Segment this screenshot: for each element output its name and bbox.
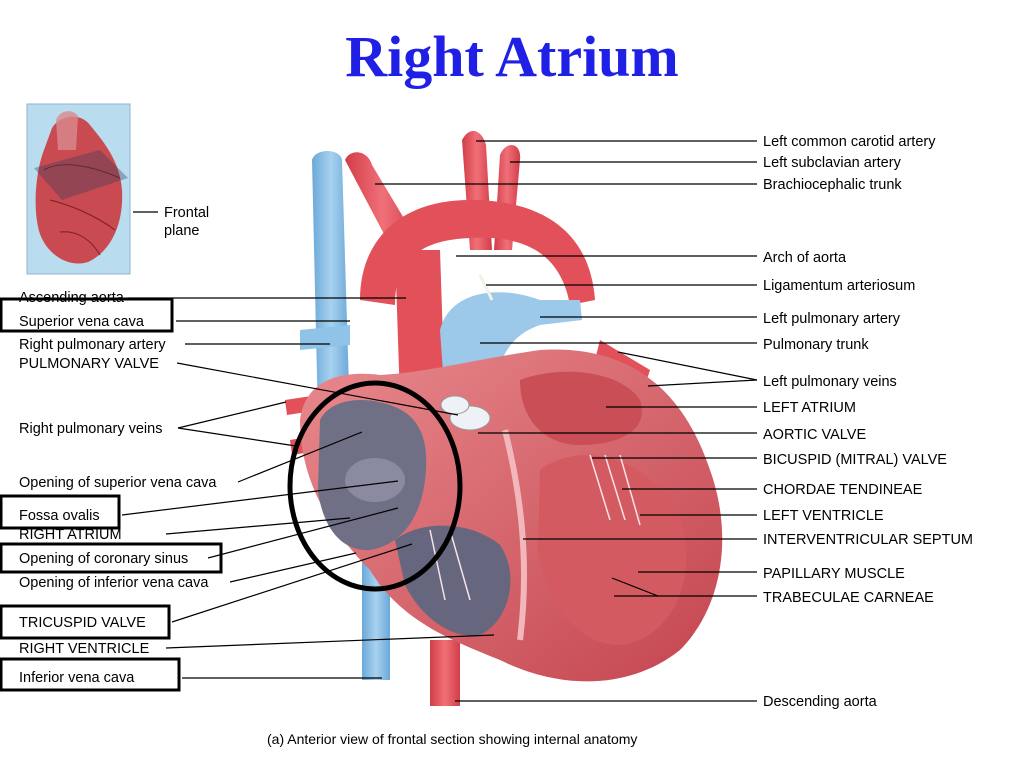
label-bicuspid-valve: BICUSPID (MITRAL) VALVE xyxy=(763,452,947,468)
leader-right-ventricle xyxy=(165,634,495,649)
label-right-ventricle: RIGHT VENTRICLE xyxy=(19,641,150,657)
highlight-box-opening-coronary-sinus xyxy=(0,542,223,574)
ligamentum-arteriosum-shape xyxy=(478,274,494,301)
label-tricuspid-valve: TRICUSPID VALVE xyxy=(19,615,146,631)
label-left-pulmonary-artery: Left pulmonary artery xyxy=(763,311,901,327)
label-interventricular-septum: INTERVENTRICULAR SEPTUM xyxy=(763,532,973,548)
highlight-box-superior-vena-cava xyxy=(0,297,174,333)
descending-aorta-shape xyxy=(430,640,460,706)
highlight-box-inferior-vena-cava xyxy=(0,657,181,692)
left-ventricle-chamber xyxy=(538,455,687,645)
highlight-box-fossa-ovalis xyxy=(0,494,121,530)
label-right-atrium: RIGHT ATRIUM xyxy=(19,527,122,543)
label-pulmonary-trunk: Pulmonary trunk xyxy=(763,337,869,353)
superior-vena-cava-shape xyxy=(312,151,350,420)
inset-label-line-1: Frontal xyxy=(164,205,209,221)
leader-pulmonary-valve xyxy=(176,362,459,416)
label-right-pulmonary-artery: Right pulmonary artery xyxy=(19,337,166,353)
leader-left-pulmonary-veins-2 xyxy=(647,379,758,387)
label-left-subclavian: Left subclavian artery xyxy=(763,155,902,171)
label-arch-of-aorta: Arch of aorta xyxy=(763,250,847,266)
leader-left-pulmonary-veins-1 xyxy=(617,351,758,381)
leader-opening-inferior-vena-cava xyxy=(229,552,357,583)
label-opening-superior-vena-cava: Opening of superior vena cava xyxy=(19,475,217,491)
leader-right-pulmonary-veins-2 xyxy=(177,427,297,447)
label-inferior-vena-cava: Inferior vena cava xyxy=(19,670,135,686)
label-chordae-tendineae: CHORDAE TENDINEAE xyxy=(763,482,923,498)
label-descending-aorta: Descending aorta xyxy=(763,694,878,710)
label-opening-coronary-sinus: Opening of coronary sinus xyxy=(19,551,188,567)
page-title: Right Atrium xyxy=(345,24,679,89)
label-fossa-ovalis: Fossa ovalis xyxy=(19,508,100,524)
leader-tricuspid-valve xyxy=(171,543,413,623)
figure-caption: (a) Anterior view of frontal section sho… xyxy=(267,731,637,747)
label-opening-inferior-vena-cava: Opening of inferior vena cava xyxy=(19,575,209,591)
label-left-common-carotid: Left common carotid artery xyxy=(763,134,936,150)
label-papillary-muscle: PAPILLARY MUSCLE xyxy=(763,566,905,582)
inset-heart xyxy=(26,103,131,275)
label-left-ventricle: LEFT VENTRICLE xyxy=(763,508,884,524)
leader-trabeculae-1 xyxy=(611,577,659,597)
chordae-shape xyxy=(429,454,641,601)
pulmonary-valve-shape xyxy=(440,395,470,415)
inset-heart-shape xyxy=(35,116,123,264)
leader-right-pulmonary-veins-1 xyxy=(177,401,287,429)
label-ligamentum-arteriosum: Ligamentum arteriosum xyxy=(763,278,915,294)
label-pulmonary-valve: PULMONARY VALVE xyxy=(19,356,159,372)
fossa-ovalis-shape xyxy=(345,458,405,502)
label-left-pulmonary-veins: Left pulmonary veins xyxy=(763,374,897,390)
label-aortic-valve: AORTIC VALVE xyxy=(763,427,866,443)
label-left-atrium: LEFT ATRIUM xyxy=(763,400,856,416)
septum-shape xyxy=(502,429,528,641)
label-right-pulmonary-veins: Right pulmonary veins xyxy=(19,421,162,437)
label-superior-vena-cava: Superior vena cava xyxy=(19,314,145,330)
aortic-arch-shape xyxy=(360,200,595,305)
leader-opening-superior-vena-cava xyxy=(237,431,363,483)
heart-illustration xyxy=(285,130,723,706)
right-atrium-highlight-circle xyxy=(287,380,463,592)
leader-right-atrium xyxy=(165,517,351,535)
inset-label-line-2: plane xyxy=(164,223,199,239)
right-ventricle-chamber xyxy=(395,525,511,636)
left-atrium-chamber xyxy=(520,371,642,445)
leader-opening-coronary-sinus xyxy=(207,507,399,559)
leader-fossa-ovalis xyxy=(121,480,399,516)
inset-frontal-plane xyxy=(34,150,128,200)
label-trabeculae-carneae: TRABECULAE CARNEAE xyxy=(763,590,934,606)
highlight-box-tricuspid-valve xyxy=(0,604,171,640)
label-brachiocephalic: Brachiocephalic trunk xyxy=(763,177,902,193)
